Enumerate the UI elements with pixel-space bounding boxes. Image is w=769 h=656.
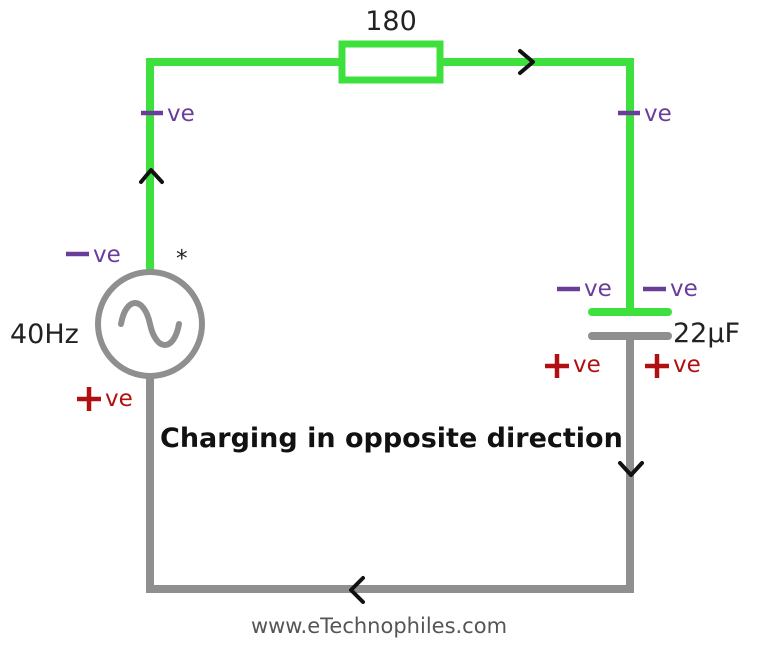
neg-label-source: ve xyxy=(93,242,121,268)
active-wire-path xyxy=(146,58,634,316)
source-marker: * xyxy=(176,246,188,272)
arrow-left-icon xyxy=(349,576,365,604)
plus-icon-source xyxy=(77,387,101,411)
pos-label-source: ve xyxy=(105,386,133,412)
arrow-down-icon xyxy=(618,461,644,477)
arrow-right-icon xyxy=(518,49,535,75)
pos-label-cap-left: ve xyxy=(573,352,601,378)
current-arrows xyxy=(139,49,644,604)
resistor-label: 180 xyxy=(365,6,417,37)
neg-label-cap-right: ve xyxy=(670,276,698,302)
negative-signs xyxy=(66,110,666,292)
pos-label-cap-right: ve xyxy=(673,352,701,378)
plus-icon-cap-left xyxy=(545,354,569,378)
watermark-url: www.eTechnophiles.com xyxy=(251,614,507,638)
diagram-caption: Charging in opposite direction xyxy=(160,423,623,454)
positive-signs xyxy=(77,354,669,411)
plus-icon-cap-right xyxy=(645,354,669,378)
sine-wave-icon xyxy=(118,300,182,348)
neg-label-top-right: ve xyxy=(644,101,672,127)
capacitor-label: 22µF xyxy=(673,318,740,349)
resistor xyxy=(338,40,444,84)
neg-label-top-left: ve xyxy=(167,101,195,127)
arrow-up-icon xyxy=(139,168,164,184)
source-frequency-label: 40Hz xyxy=(10,319,79,350)
neg-label-cap-left: ve xyxy=(584,276,612,302)
return-wire-path xyxy=(146,332,634,593)
